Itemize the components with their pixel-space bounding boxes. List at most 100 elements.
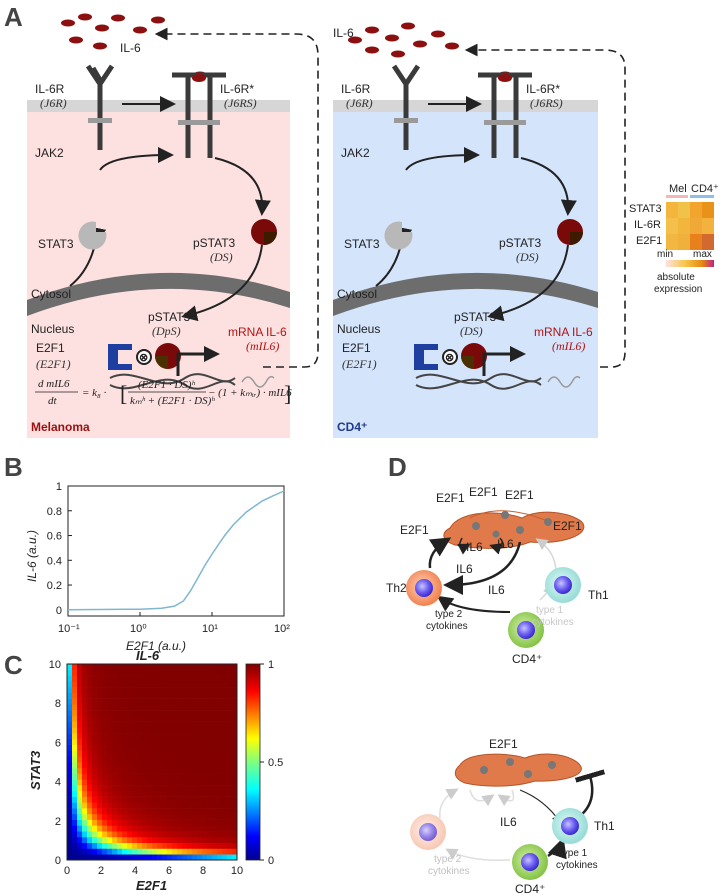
chart-c-cell (142, 836, 148, 843)
chart-c-cell (137, 704, 143, 711)
chart-c-colorbar-label: 0 (268, 855, 274, 867)
chart-c-cell (112, 675, 118, 682)
chart-c-cell (232, 664, 238, 671)
chart-c-cell (177, 715, 183, 722)
d-bottom-e2f1: E2F1 (489, 737, 518, 751)
mrna-var: (mIL6) (246, 339, 279, 353)
chart-c-cell (72, 779, 78, 786)
heatmap-row-il6r: IL-6R (634, 219, 661, 231)
chart-c-cell (207, 796, 213, 803)
chart-c-cell (127, 692, 133, 699)
chart-c-cell (87, 808, 93, 815)
d-top-e2f1-3: E2F1 (505, 488, 534, 502)
chart-c-cell (72, 785, 78, 792)
svg-text:[: [ (120, 381, 127, 406)
chart-c-cell (122, 727, 128, 734)
chart-c-cell (152, 733, 158, 740)
chart-c-cell (232, 733, 238, 740)
chart-c-cell (182, 664, 188, 671)
chart-c-cell (197, 825, 203, 832)
chart-c-cell (172, 738, 178, 745)
chart-c-cell (107, 831, 113, 838)
chart-c-cell (102, 779, 108, 786)
chart-c-cell (122, 715, 128, 722)
chart-c-cell (102, 848, 108, 855)
chart-c-cell (137, 721, 143, 728)
chart-c-cell (202, 836, 208, 843)
chart-c-cell (212, 779, 218, 786)
chart-c-cell (82, 698, 88, 705)
chart-c-cell (82, 842, 88, 849)
chart-c-cell (172, 773, 178, 780)
cytosol-label: Cytosol (31, 287, 71, 301)
chart-c-cell (152, 790, 158, 797)
chart-c-cell (227, 669, 233, 676)
chart-c-cell (162, 744, 168, 751)
chart-c-cell (127, 836, 133, 843)
chart-c-cell (107, 698, 113, 705)
chart-c-cell (177, 773, 183, 780)
heatmap-cell (690, 234, 702, 250)
chart-c-cell (162, 825, 168, 832)
melanoma-cell-diagram: IL-6 IL-6R (J6R) JAK2 IL-6R* (J6RS) STAT… (27, 13, 292, 438)
chart-c-cell (147, 681, 153, 688)
chart-c-cell (137, 813, 143, 820)
chart-c-cell (227, 675, 233, 682)
chart-c-cell (147, 744, 153, 751)
chart-c-cell (77, 819, 83, 826)
e2f1-var: (E2F1) (36, 357, 71, 371)
chart-c-cell (192, 669, 198, 676)
stat3-icon (78, 221, 107, 250)
chart-c-cell (197, 698, 203, 705)
chart-c-cell (227, 715, 233, 722)
chart-c-cell (167, 808, 173, 815)
chart-c-cell (132, 836, 138, 843)
chart-c-cell (172, 675, 178, 682)
chart-c-cell (192, 773, 198, 780)
chart-c-xtick-label: 0 (64, 865, 70, 877)
scale-label-2: expression (654, 284, 702, 295)
chart-c-cell (157, 854, 163, 861)
chart-c-cell (162, 733, 168, 740)
chart-c-cell (207, 836, 213, 843)
chart-c-cell (212, 842, 218, 849)
chart-c-cell (127, 687, 133, 694)
chart-c-cell (187, 687, 193, 694)
chart-c-xtick-label: 6 (166, 865, 172, 877)
chart-c-cell (82, 813, 88, 820)
chart-c-cell (122, 756, 128, 763)
chart-c-cell (192, 790, 198, 797)
chart-c-cell (92, 715, 98, 722)
chart-c-cell (102, 790, 108, 797)
chart-c-cell (107, 825, 113, 832)
chart-c-cell (232, 681, 238, 688)
chart-c-cell (102, 710, 108, 717)
chart-c-cell (202, 675, 208, 682)
chart-c-cell (82, 762, 88, 769)
chart-c-cell (87, 819, 93, 826)
chart-c-cell (222, 698, 228, 705)
chart-c-cell (127, 681, 133, 688)
chart-c-cell (177, 779, 183, 786)
chart-c-cell (212, 692, 218, 699)
cd4-stat3-label: STAT3 (344, 237, 380, 251)
chart-c-cell (177, 698, 183, 705)
chart-c-cell (147, 808, 153, 815)
chart-c-cell (92, 675, 98, 682)
chart-c-cell (212, 819, 218, 826)
chart-c-cell (157, 831, 163, 838)
chart-c-cell (202, 848, 208, 855)
chart-c-cell (92, 767, 98, 774)
chart-b-xlabel: E2F1 (a.u.) (126, 639, 186, 653)
chart-c-cell (72, 825, 78, 832)
chart-c-cell (192, 710, 198, 717)
chart-c-cell (202, 842, 208, 849)
chart-c-cell (227, 842, 233, 849)
chart-c-cell (87, 836, 93, 843)
chart-c-cell (187, 796, 193, 803)
chart-c-cell (182, 854, 188, 861)
chart-c-cell (97, 836, 103, 843)
expression-heatmap: Mel CD4⁺ STAT3 IL-6R E2F1 min max absolu… (629, 183, 719, 295)
chart-c-cell (72, 831, 78, 838)
chart-c-cell (97, 721, 103, 728)
